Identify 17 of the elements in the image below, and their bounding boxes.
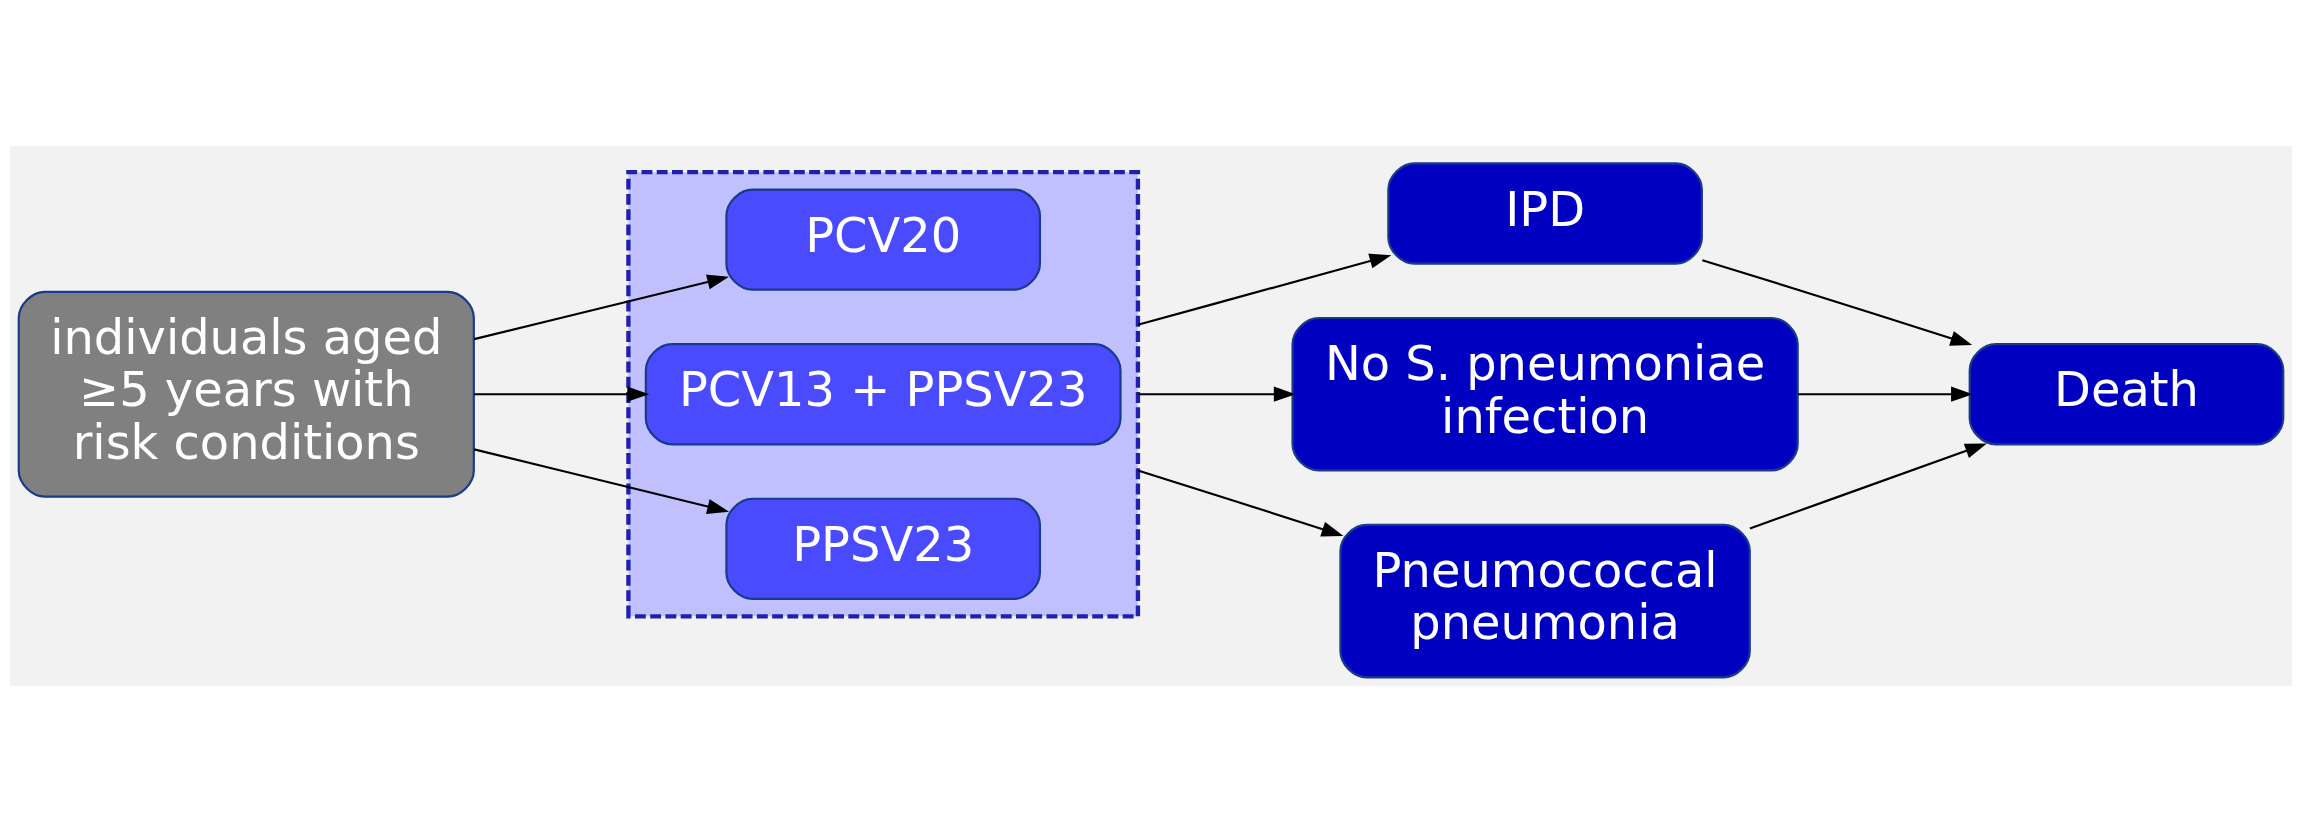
arrow — [1137, 386, 1296, 402]
arrow — [1749, 442, 1987, 529]
arrow — [1137, 253, 1392, 326]
node-box: Pneumococcal pneumonia — [1339, 523, 1751, 678]
node-box: No S. pneumoniae infection — [1291, 316, 1799, 472]
node-box: individuals aged ≥5 years with risk conditions — [17, 290, 475, 498]
arrow — [474, 386, 650, 402]
node-box: Death — [1968, 342, 2285, 445]
node-box: IPD — [1387, 161, 1703, 265]
arrow — [1702, 258, 1973, 346]
node-box: PCV20 — [725, 187, 1042, 291]
node-box: PPSV23 — [725, 497, 1042, 600]
arrow — [1137, 468, 1344, 536]
arrow — [473, 274, 730, 340]
arrow — [473, 447, 730, 514]
node-box: PCV13 + PPSV23 — [644, 342, 1122, 445]
arrow — [1797, 386, 1973, 402]
